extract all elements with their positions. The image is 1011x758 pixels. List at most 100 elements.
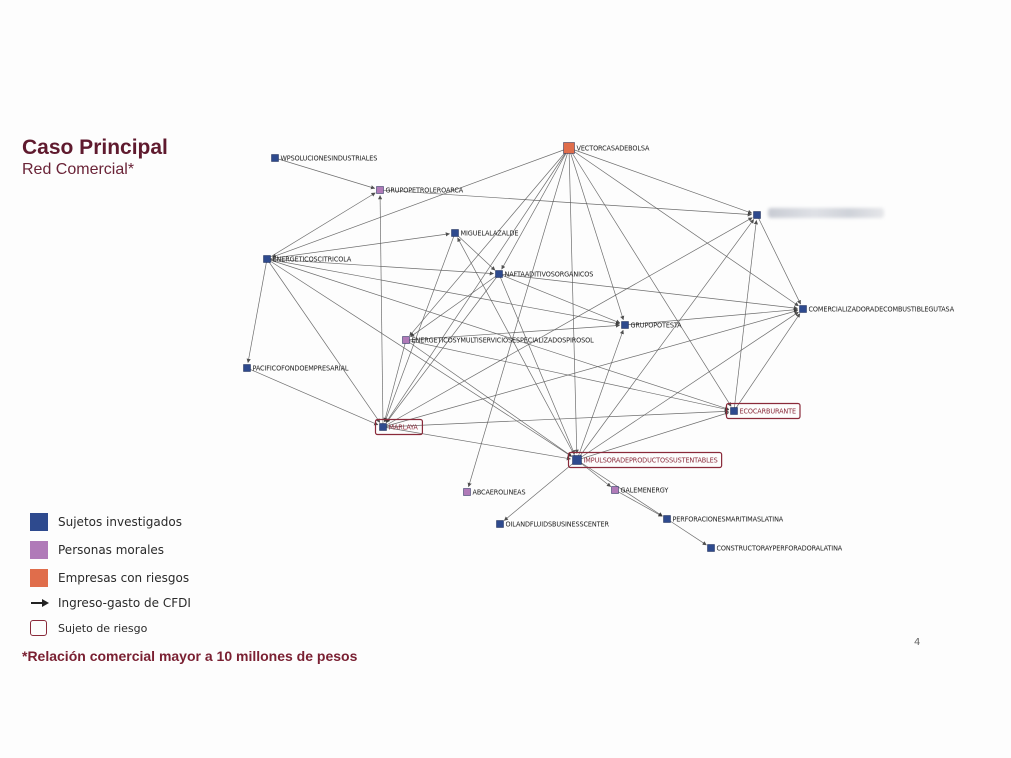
edge-ecit-eco [266, 258, 730, 411]
edge-emsp-imp [405, 339, 573, 457]
edge-vcb-imp [568, 147, 579, 454]
edge-pml-cpl [666, 518, 707, 546]
risk-box-mar [374, 418, 424, 436]
edge-imp-blur [576, 219, 755, 461]
node-marker-naft [495, 270, 503, 278]
risk-box-eco [725, 402, 801, 420]
node-marker-pml [663, 515, 671, 523]
node-vcb[interactable]: VECTORCASADEBOLSA [563, 142, 650, 154]
node-pfe[interactable]: PACIFICOFONDOEMPRESARIAL [243, 364, 349, 373]
legend-swatch-risk-company [30, 569, 48, 587]
node-label-cpl: CONSTRUCTORAYPERFORADORALATINA [717, 544, 843, 553]
node-label-gal: GALEMENERGY [621, 486, 669, 495]
node-pml[interactable]: PERFORACIONESMARITIMASLATINA [663, 515, 784, 524]
edge-ecit-mar [266, 258, 381, 423]
edge-ecit-imp [266, 258, 572, 457]
legend-item-risk-border: Sujeto de riesgo [30, 614, 191, 642]
page-title: Caso Principal [22, 136, 168, 159]
node-imp[interactable]: IMPULSORADEPRODUCTOSSUSTENTABLES [567, 451, 723, 469]
edge-wp-gpa [274, 157, 376, 190]
edge-ecit-pfe [246, 258, 268, 364]
legend-item-investigated: Sujetos investigados [30, 508, 191, 536]
node-cpl[interactable]: CONSTRUCTORAYPERFORADORALATINA [707, 544, 843, 553]
page-subtitle: Red Comercial* [22, 161, 135, 178]
edge-vcb-abc [467, 147, 570, 488]
edge-ecit-gpa [266, 192, 376, 260]
node-eco[interactable]: ECOCARBURANTE [725, 402, 801, 420]
node-ecit[interactable]: ENERGETICOSCITRICOLA [263, 255, 352, 264]
legend-label-moral: Personas morales [58, 543, 165, 557]
legend-swatch-investigated [30, 513, 48, 531]
edge-eco-blur [733, 220, 759, 412]
node-emsp[interactable]: ENERGETICOSYMULTISERVICIOSESPECIALIZADOS… [402, 336, 595, 345]
edge-mar-cct [382, 309, 799, 428]
node-marker-oil [496, 520, 504, 528]
node-label-oil: OILANDFLUIDSBUSINESSCENTER [506, 520, 610, 529]
edge-naft-mar [386, 273, 500, 423]
edge-mar-eco [382, 409, 729, 428]
edge-naft-emsp [410, 273, 500, 338]
arrow-icon [31, 599, 49, 607]
node-marker-gal [611, 486, 619, 494]
node-gpa[interactable]: GRUPOPETROLEROARCA [376, 186, 464, 195]
edge-mig-naft [454, 232, 496, 271]
node-label-pml: PERFORACIONESMARITIMASLATINA [673, 515, 784, 524]
edge-vcb-cct [568, 147, 799, 307]
edge-eco-cct [733, 313, 801, 412]
legend-swatch-moral [30, 541, 48, 559]
edge-vcb-gpt [568, 147, 625, 321]
edge-naft-imp [498, 273, 575, 455]
redacted-label [768, 208, 884, 218]
node-marker-pfe [243, 364, 251, 372]
edge-naft-cct [498, 273, 798, 311]
node-label-mig: MIGUELALAZALDE [461, 229, 519, 238]
node-marker-mar [379, 423, 387, 431]
node-marker-cct [799, 305, 807, 313]
node-label-gpt: GRUPOPOTESTA [631, 321, 683, 330]
node-naft[interactable]: NAFTAADITIVOSORGANICOS [495, 270, 594, 279]
edge-vcb-ecit [271, 147, 570, 258]
node-marker-vcb [563, 142, 575, 154]
node-gpt[interactable]: GRUPOPOTESTA [621, 321, 683, 330]
node-marker-abc [463, 488, 471, 496]
edges-layer [246, 147, 801, 546]
footnote: *Relación comercial mayor a 10 millones … [22, 648, 358, 664]
node-abc[interactable]: ABCAEROLINEAS [463, 488, 526, 497]
node-gal[interactable]: GALEMENERGY [611, 486, 669, 495]
legend-item-arrow: Ingreso-gasto de CFDI [30, 592, 191, 614]
node-label-mar: MARLAYA [389, 423, 419, 432]
legend: Sujetos investigados Personas morales Em… [30, 508, 191, 642]
edge-emsp-gpt [405, 323, 620, 341]
node-mar[interactable]: MARLAYA [374, 418, 424, 436]
edge-imp-mig [457, 237, 578, 461]
edge-pfe-mar [246, 367, 379, 426]
node-marker-emsp [402, 336, 410, 344]
legend-item-risk-company: Empresas con riesgos [30, 564, 191, 592]
edge-imp-oil [503, 459, 578, 521]
edge-naft-gpt [498, 273, 621, 324]
node-cct[interactable]: COMERCIALIZADORADECOMBUSTIBLEGUTASA [799, 305, 955, 314]
edge-imp-pml [576, 459, 663, 517]
node-label-vcb: VECTORCASADEBOLSA [577, 144, 650, 153]
node-oil[interactable]: OILANDFLUIDSBUSINESSCENTER [496, 520, 610, 529]
node-marker-blur [753, 211, 761, 219]
nodes-layer: WPSOLUCIONESINDUSTRIALES GRUPOPETROLEROAR… [243, 142, 955, 553]
edge-vcb-eco [568, 147, 732, 407]
node-blur[interactable] [753, 211, 761, 219]
node-marker-imp [572, 455, 582, 465]
node-label-ecit: ENERGETICOSCITRICOLA [273, 255, 352, 264]
page-number: 4 [914, 637, 921, 648]
node-marker-wp [271, 154, 279, 162]
legend-item-moral: Personas morales [30, 536, 191, 564]
edge-gpt-cct [624, 307, 798, 326]
edge-vcb-mar [385, 147, 570, 423]
node-wp[interactable]: WPSOLUCIONESINDUSTRIALES [271, 154, 378, 163]
node-label-cct: COMERCIALIZADORADECOMBUSTIBLEGUTASA [809, 305, 955, 314]
legend-label-risk-company: Empresas con riesgos [58, 571, 190, 585]
node-mig[interactable]: MIGUELALAZALDE [451, 229, 519, 238]
node-label-emsp: ENERGETICOSYMULTISERVICIOSESPECIALIZADOS… [412, 336, 595, 345]
edge-mar-blur [382, 217, 753, 428]
node-marker-eco [730, 407, 738, 415]
edge-mig-mar [384, 232, 456, 423]
